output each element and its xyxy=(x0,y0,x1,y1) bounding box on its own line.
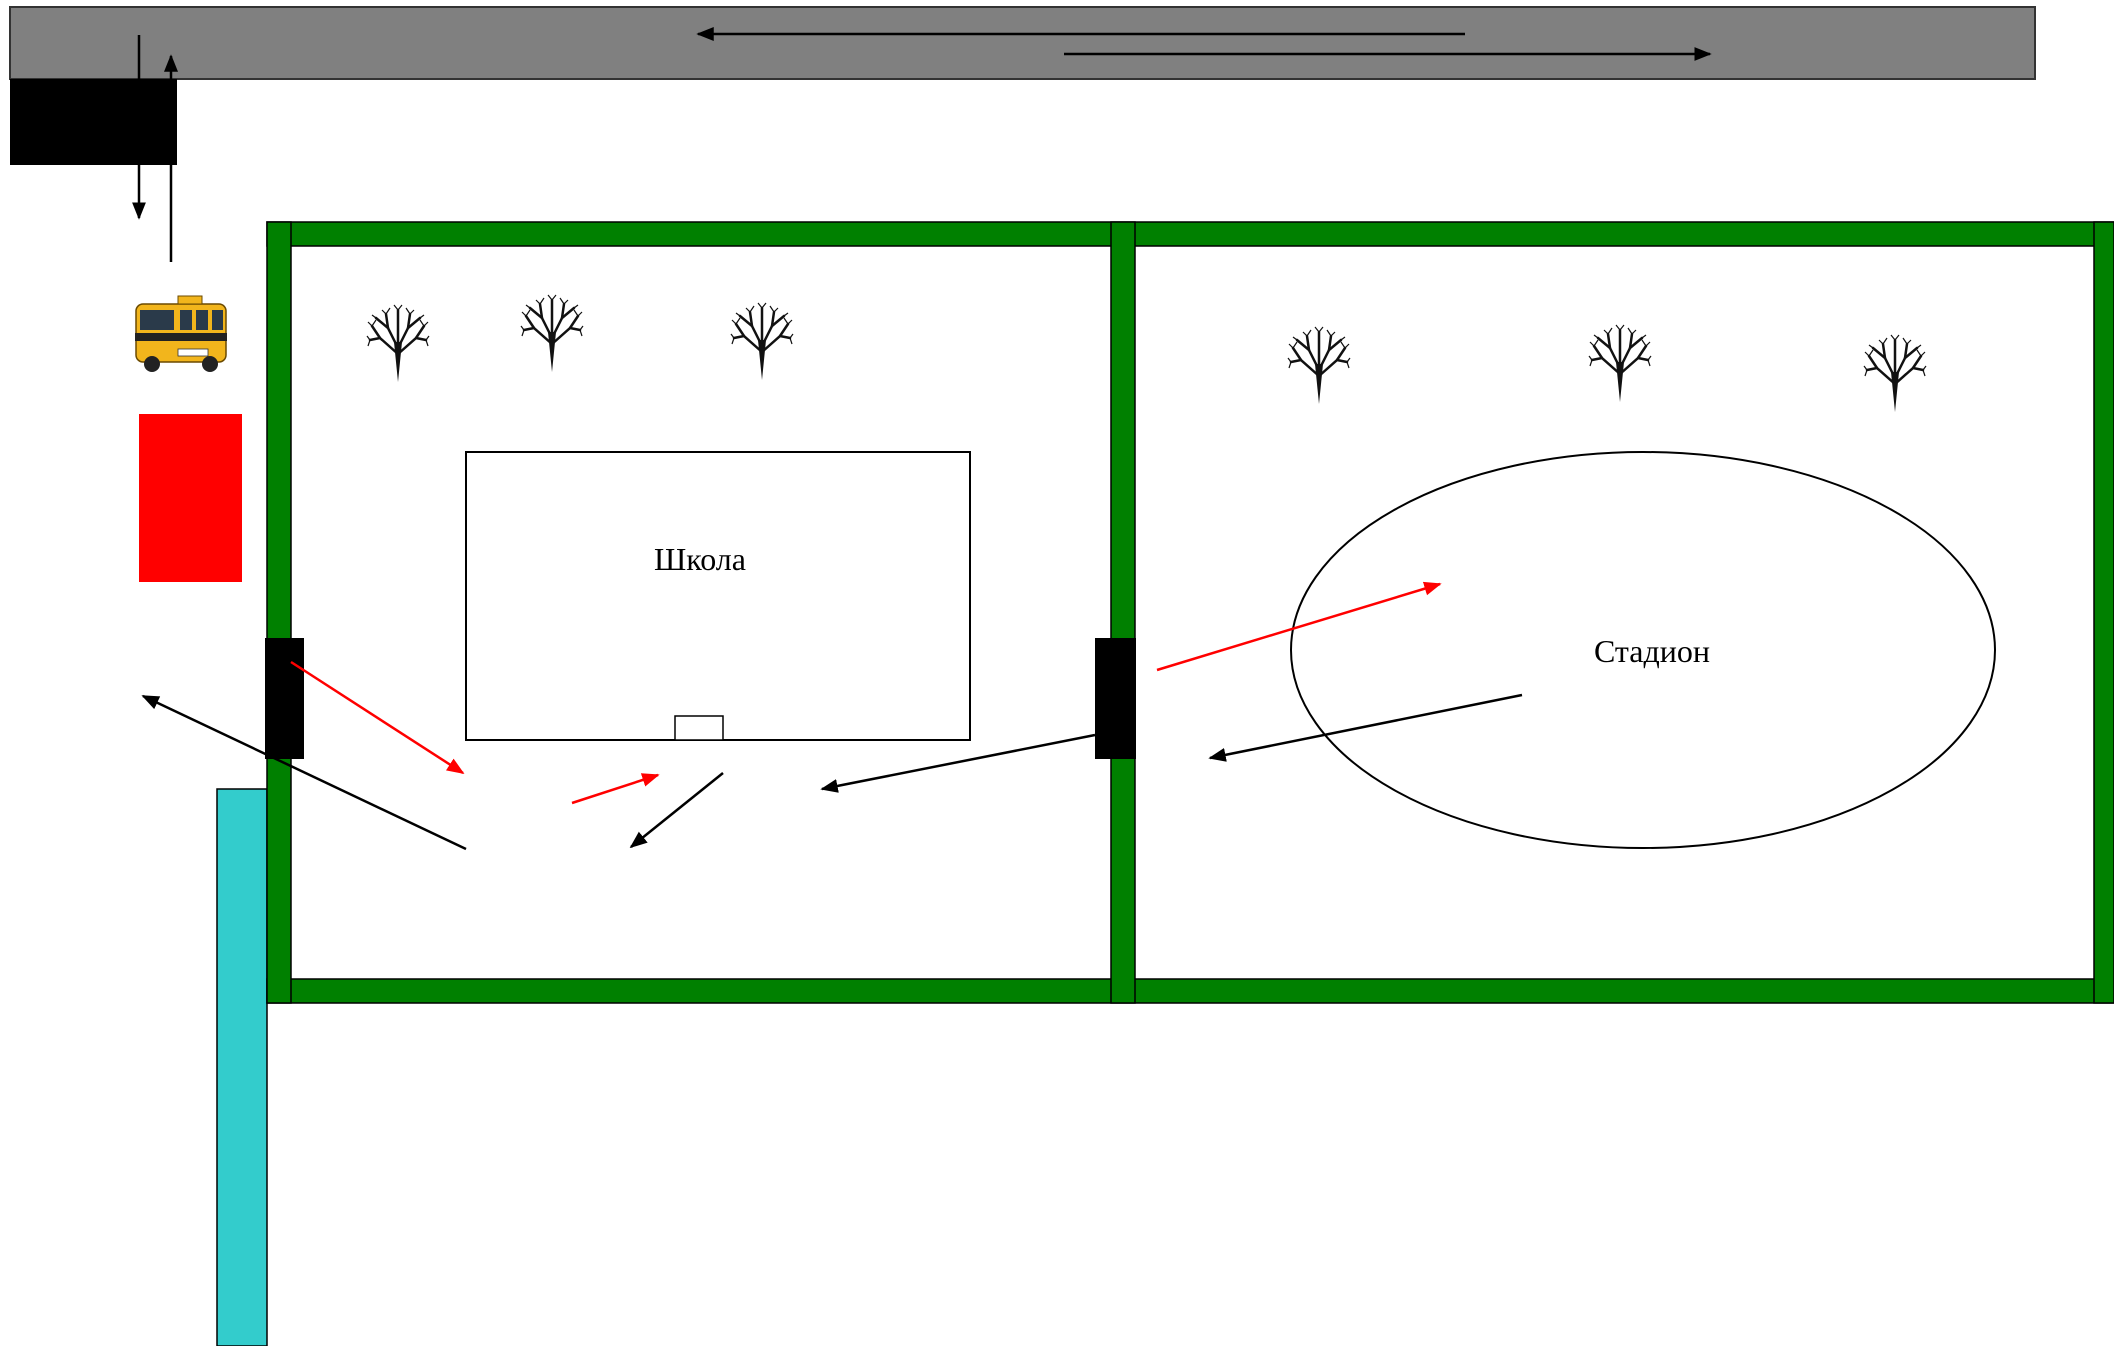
tree-icon xyxy=(729,301,795,382)
school-gate-left xyxy=(265,638,304,759)
route-from-stadium-arrow xyxy=(1208,693,1523,762)
school-building xyxy=(465,451,971,741)
route-to-school-arrow xyxy=(290,660,465,775)
tree-icon xyxy=(1587,323,1653,404)
school-fence xyxy=(266,221,2114,1004)
road xyxy=(9,6,2036,80)
tree-icon xyxy=(365,303,431,384)
school-gate-middle xyxy=(1095,638,1136,759)
tree-icon xyxy=(1286,325,1352,406)
route-to-stadium-arrow xyxy=(1156,581,1442,672)
stadium xyxy=(1290,451,1996,849)
route-from-stadium-arrow xyxy=(820,733,1096,793)
sidewalk xyxy=(216,788,268,1346)
route-from-school-arrow xyxy=(141,694,467,851)
tree-icon xyxy=(1862,333,1928,414)
school-bus-icon xyxy=(135,295,227,372)
pedestrian-crossing xyxy=(139,414,242,582)
school-entrance xyxy=(674,715,724,741)
route-from-school-arrow xyxy=(629,772,724,849)
tree-icon xyxy=(519,293,585,374)
school-label: Школа xyxy=(654,541,746,577)
route-to-school-arrow xyxy=(571,773,660,805)
bus-stop xyxy=(10,79,177,165)
stadium-label: Стадион xyxy=(1594,633,1710,669)
